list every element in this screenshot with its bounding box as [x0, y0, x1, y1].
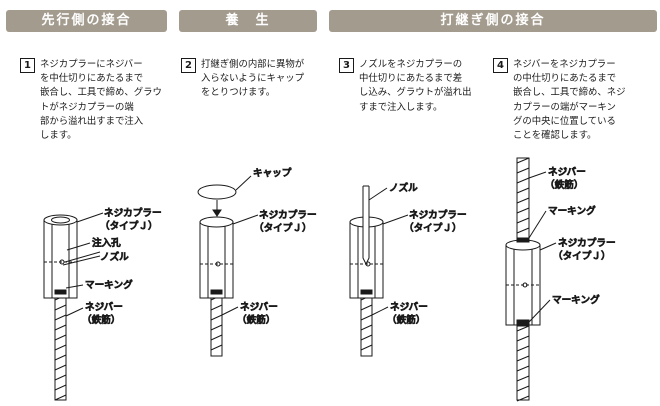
rebar-4-lower [516, 325, 530, 402]
header-lead-side-joint: 先行側の接合 [6, 10, 167, 32]
marking-band-bottom [516, 319, 530, 325]
header-follow-side-joint: 打継ぎ側の接合 [329, 10, 657, 32]
coupler-2 [199, 216, 234, 299]
label-coupler-type: （タイプＪ） [100, 220, 158, 232]
label-coupler-type: （タイプＪ） [553, 250, 611, 262]
step-text: ノズルをネジカプラーの 中仕切りにあたるまで差 し込み、グラウトが溢れ出 すまで… [359, 59, 472, 113]
nozzle-3 [362, 185, 370, 266]
label-coupler-type: （タイプＪ） [254, 222, 312, 234]
label-marking-top: マーキング [548, 205, 596, 217]
step-3: 3 ノズルをネジカプラーの 中仕切りにあたるまで差 し込み、グラウトが溢れ出 す… [339, 58, 489, 113]
rebar-1 [54, 294, 67, 401]
step-4: 4 ネジバーをネジカプラー の中仕切りにあたるまで 嵌合し、工具で締め、ネジ カ… [493, 58, 643, 141]
label-coupler: ネジカプラー [558, 238, 616, 249]
diagram-3 [349, 185, 409, 357]
nozzle-1 [64, 251, 101, 263]
diagram-3-labels: ノズル ネジカプラー （タイプＪ） ネジバー （鉄筋） [387, 182, 468, 327]
diagram-2-labels: キャップ ネジカプラー （タイプＪ） ネジバー （鉄筋） [237, 168, 318, 327]
rebar-3 [360, 294, 373, 357]
label-nozzle: ノズル [100, 251, 129, 263]
down-arrow-icon [212, 209, 222, 217]
step-number: 3 [339, 58, 354, 73]
label-rebar: ネジバー [85, 302, 123, 313]
label-rebar-sub: （鉄筋） [545, 179, 583, 191]
rebar-4-upper [516, 157, 530, 244]
step-number: 4 [493, 58, 508, 73]
diagram-1-labels: ネジカプラー （タイプＪ） 注入孔 ノズル マーキング ネジバー （鉄筋） [82, 208, 163, 327]
label-marking: マーキング [85, 279, 133, 291]
coupler-1 [43, 214, 78, 299]
coupler-4 [505, 237, 541, 326]
label-rebar: ネジバー [390, 302, 428, 313]
label-cap: キャップ [253, 168, 292, 179]
header-curing: 養 生 [179, 10, 317, 32]
label-rebar-sub: （鉄筋） [237, 314, 275, 326]
diagram-4-labels: ネジバー （鉄筋） マーキング ネジカプラー （タイプＪ） マーキング [545, 167, 617, 307]
inlet-hole [59, 259, 65, 265]
label-nozzle: ノズル [389, 182, 418, 194]
cap [197, 184, 237, 200]
step-number: 2 [181, 58, 196, 73]
label-coupler-type: （タイプＪ） [404, 222, 462, 234]
step-1: 1 ネジカプラーにネジバー を中仕切りにあたるまで 嵌合し、工具で締め、グラウ … [20, 58, 175, 141]
rebar-2 [210, 294, 223, 357]
diagram-1 [43, 212, 104, 401]
label-rebar: ネジバー [240, 302, 278, 313]
label-inlet: 注入孔 [92, 237, 121, 249]
step-text: ネジカプラーにネジバー を中仕切りにあたるまで 嵌合し、工具で締め、グラウ トが… [40, 59, 162, 142]
marking-band [54, 289, 67, 295]
diagram-2 [197, 175, 259, 357]
marking-band-top [516, 237, 530, 243]
step-2: 2 打継ぎ側の内部に異物が 入らないようにキャップ をとりつけます。 [181, 58, 331, 101]
label-coupler: ネジカプラー [409, 210, 467, 221]
label-rebar-sub: （鉄筋） [387, 314, 425, 326]
label-rebar: ネジバー [548, 167, 586, 178]
step-number: 1 [20, 58, 35, 73]
label-coupler: ネジカプラー [104, 208, 162, 219]
diagram-4 [505, 157, 557, 402]
label-coupler: ネジカプラー [259, 210, 317, 221]
label-rebar-sub: （鉄筋） [82, 314, 120, 326]
step-text: ネジバーをネジカプラー の中仕切りにあたるまで 嵌合し、工具で締め、ネジ カプラ… [513, 59, 626, 142]
label-marking-bottom: マーキング [552, 294, 600, 306]
step-text: 打継ぎ側の内部に異物が 入らないようにキャップ をとりつけます。 [201, 59, 305, 99]
